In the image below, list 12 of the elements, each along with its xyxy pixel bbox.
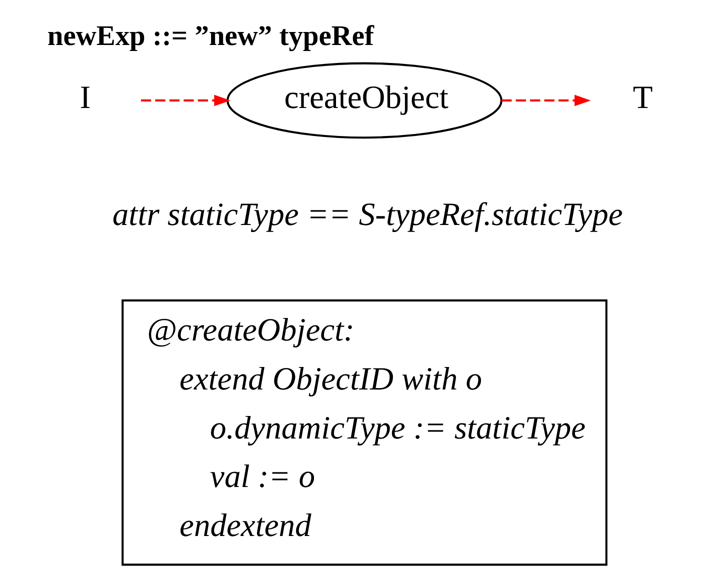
arrow [140,94,230,106]
label: attr staticType == S-typeRef.staticType [112,196,622,233]
label: endextend [179,508,311,544]
label: @createObject: [146,312,354,349]
label: extend ObjectID with o [179,361,482,398]
diagram-title: newExp ::= ”new” typeRef [46,21,374,52]
arrow [501,94,590,106]
label: o.dynamicType := staticType [210,410,586,446]
node-ellipse: createObject [226,62,502,139]
node-text: I [79,80,90,116]
label: val := o [210,459,315,496]
node-text: T [632,80,652,116]
